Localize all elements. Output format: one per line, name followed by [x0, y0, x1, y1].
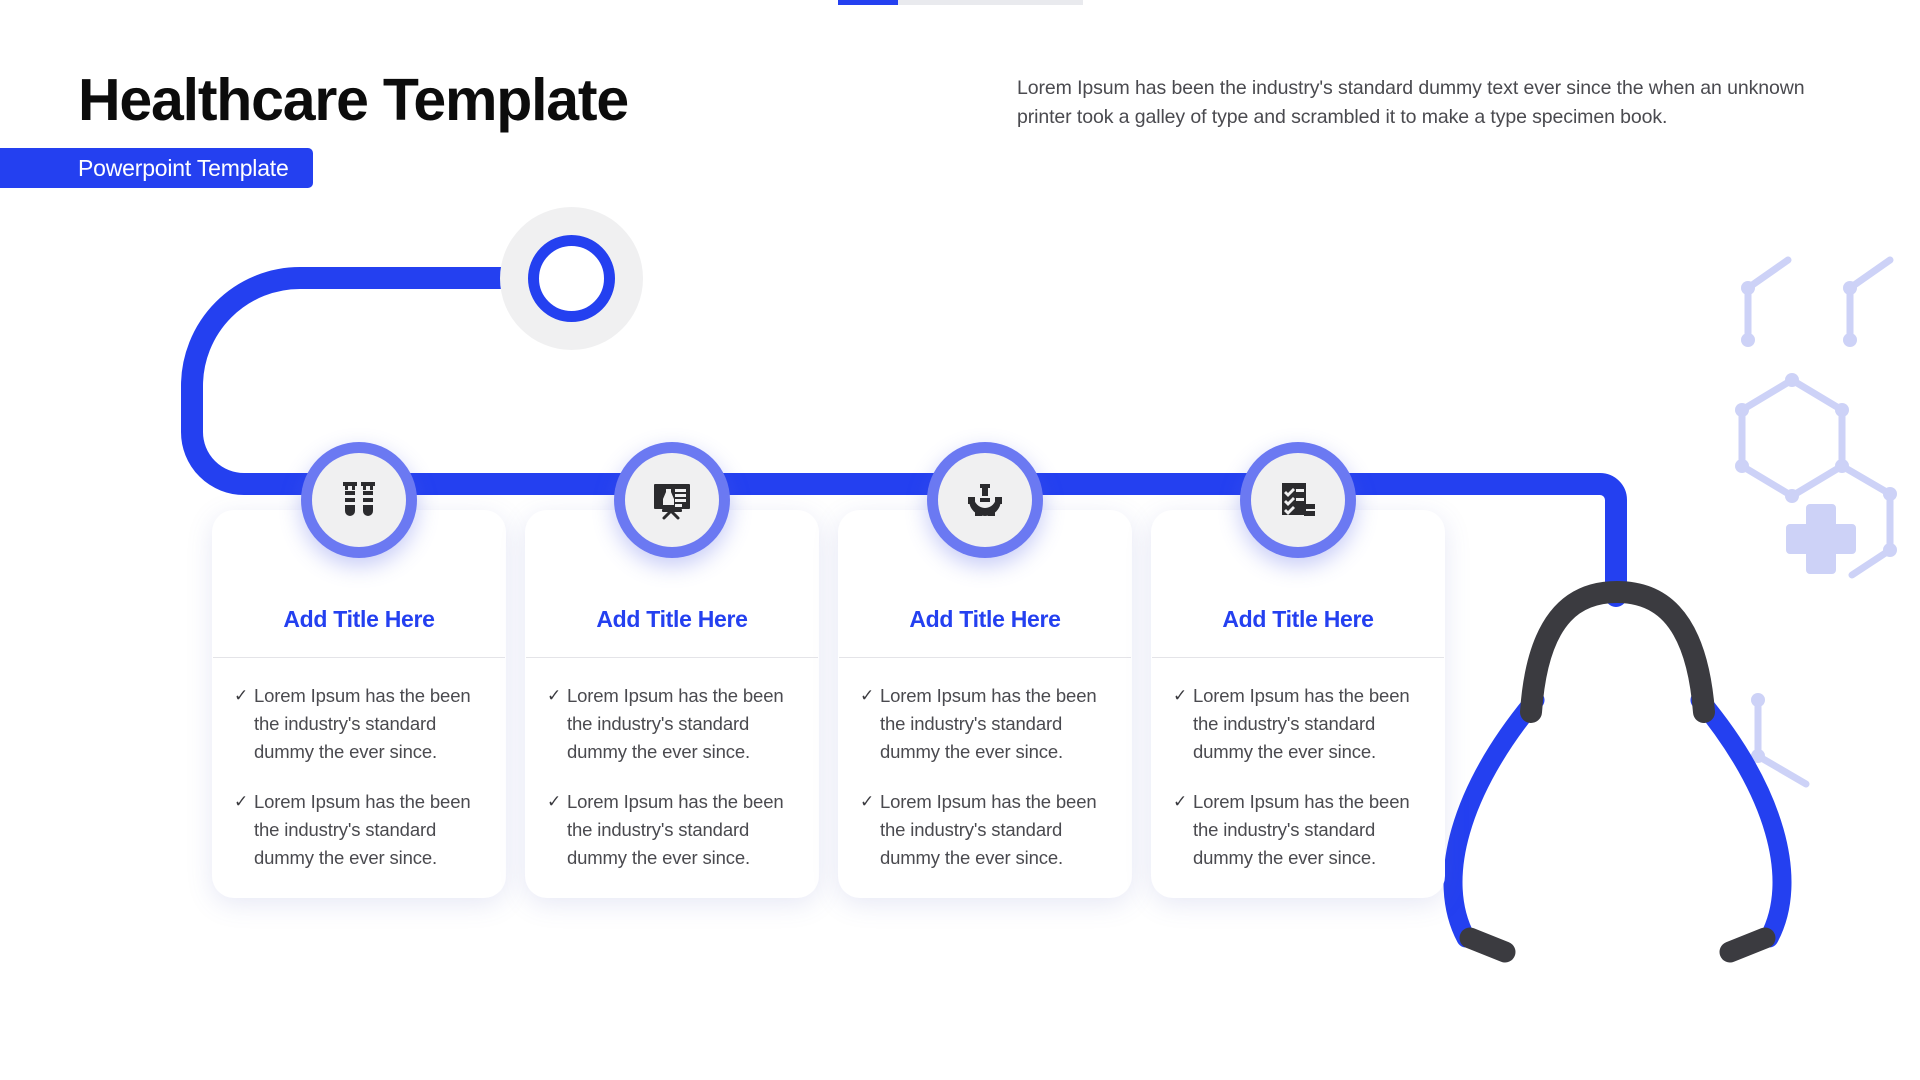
card-bullet-list: ✓ Lorem Ipsum has the been the industry'… [1151, 658, 1445, 872]
page-title: Healthcare Template [78, 67, 629, 133]
info-card[interactable]: Add Title Here ✓ Lorem Ipsum has the bee… [838, 442, 1132, 898]
card-bullet-list: ✓ Lorem Ipsum has the been the industry'… [838, 658, 1132, 872]
list-item: ✓ Lorem Ipsum has the been the industry'… [547, 788, 797, 872]
hexagon-molecule-icon [1735, 256, 1897, 788]
check-icon: ✓ [860, 792, 875, 811]
list-item: ✓ Lorem Ipsum has the been the industry'… [1173, 682, 1423, 766]
list-item-text: Lorem Ipsum has the been the industry's … [254, 685, 471, 762]
list-item-text: Lorem Ipsum has the been the industry's … [880, 685, 1097, 762]
check-icon: ✓ [860, 686, 875, 705]
list-item: ✓ Lorem Ipsum has the been the industry'… [547, 682, 797, 766]
card-node-circle[interactable] [927, 442, 1043, 558]
list-item-text: Lorem Ipsum has the been the industry's … [567, 791, 784, 868]
subtitle-badge: Powerpoint Template [0, 148, 313, 188]
stethoscope-headband [1520, 580, 1715, 723]
stethoscope-tube-right [1690, 690, 1792, 948]
card-node-circle[interactable] [614, 442, 730, 558]
list-item: ✓ Lorem Ipsum has the been the industry'… [860, 788, 1110, 872]
info-card[interactable]: Add Title Here ✓ Lorem Ipsum has the bee… [525, 442, 819, 898]
card-title: Add Title Here [839, 606, 1131, 658]
card-node-circle[interactable] [301, 442, 417, 558]
stethoscope-tube-left [1443, 690, 1545, 948]
card-title: Add Title Here [526, 606, 818, 658]
medical-cross-icon [1786, 504, 1856, 574]
list-item: ✓ Lorem Ipsum has the been the industry'… [860, 682, 1110, 766]
top-accent-blue-segment [838, 0, 898, 5]
stethoscope-eartip-left [1459, 927, 1516, 963]
top-accent-grey-segment [898, 0, 1083, 5]
check-icon: ✓ [234, 686, 249, 705]
stethoscope-eartip-right [1719, 927, 1776, 963]
top-accent-bar [838, 0, 1083, 5]
subtitle-badge-label: Powerpoint Template [78, 154, 289, 181]
list-item-text: Lorem Ipsum has the been the industry's … [880, 791, 1097, 868]
info-card[interactable]: Add Title Here ✓ Lorem Ipsum has the bee… [1151, 442, 1445, 898]
card-title: Add Title Here [1152, 606, 1444, 658]
check-icon: ✓ [547, 686, 562, 705]
list-item-text: Lorem Ipsum has the been the industry's … [567, 685, 784, 762]
check-icon: ✓ [234, 792, 249, 811]
list-item-text: Lorem Ipsum has the been the industry's … [1193, 791, 1410, 868]
check-icon: ✓ [547, 792, 562, 811]
list-item: ✓ Lorem Ipsum has the been the industry'… [234, 682, 484, 766]
card-title: Add Title Here [213, 606, 505, 658]
check-icon: ✓ [1173, 686, 1188, 705]
test-tubes-icon [312, 453, 406, 547]
card-bullet-list: ✓ Lorem Ipsum has the been the industry'… [212, 658, 506, 872]
list-item: ✓ Lorem Ipsum has the been the industry'… [1173, 788, 1423, 872]
card-row: Add Title Here ✓ Lorem Ipsum has the bee… [212, 442, 1445, 898]
medical-checklist-icon [1251, 453, 1345, 547]
intro-paragraph: Lorem Ipsum has been the industry's stan… [1017, 77, 1805, 128]
check-icon: ✓ [1173, 792, 1188, 811]
list-item: ✓ Lorem Ipsum has the been the industry'… [234, 788, 484, 872]
card-node-circle[interactable] [1240, 442, 1356, 558]
gear-vial-icon [938, 453, 1032, 547]
info-card[interactable]: Add Title Here ✓ Lorem Ipsum has the bee… [212, 442, 506, 898]
stethoscope-chest-piece [528, 235, 615, 322]
presentation-board-icon [625, 453, 719, 547]
card-bullet-list: ✓ Lorem Ipsum has the been the industry'… [525, 658, 819, 872]
list-item-text: Lorem Ipsum has the been the industry's … [1193, 685, 1410, 762]
list-item-text: Lorem Ipsum has the been the industry's … [254, 791, 471, 868]
